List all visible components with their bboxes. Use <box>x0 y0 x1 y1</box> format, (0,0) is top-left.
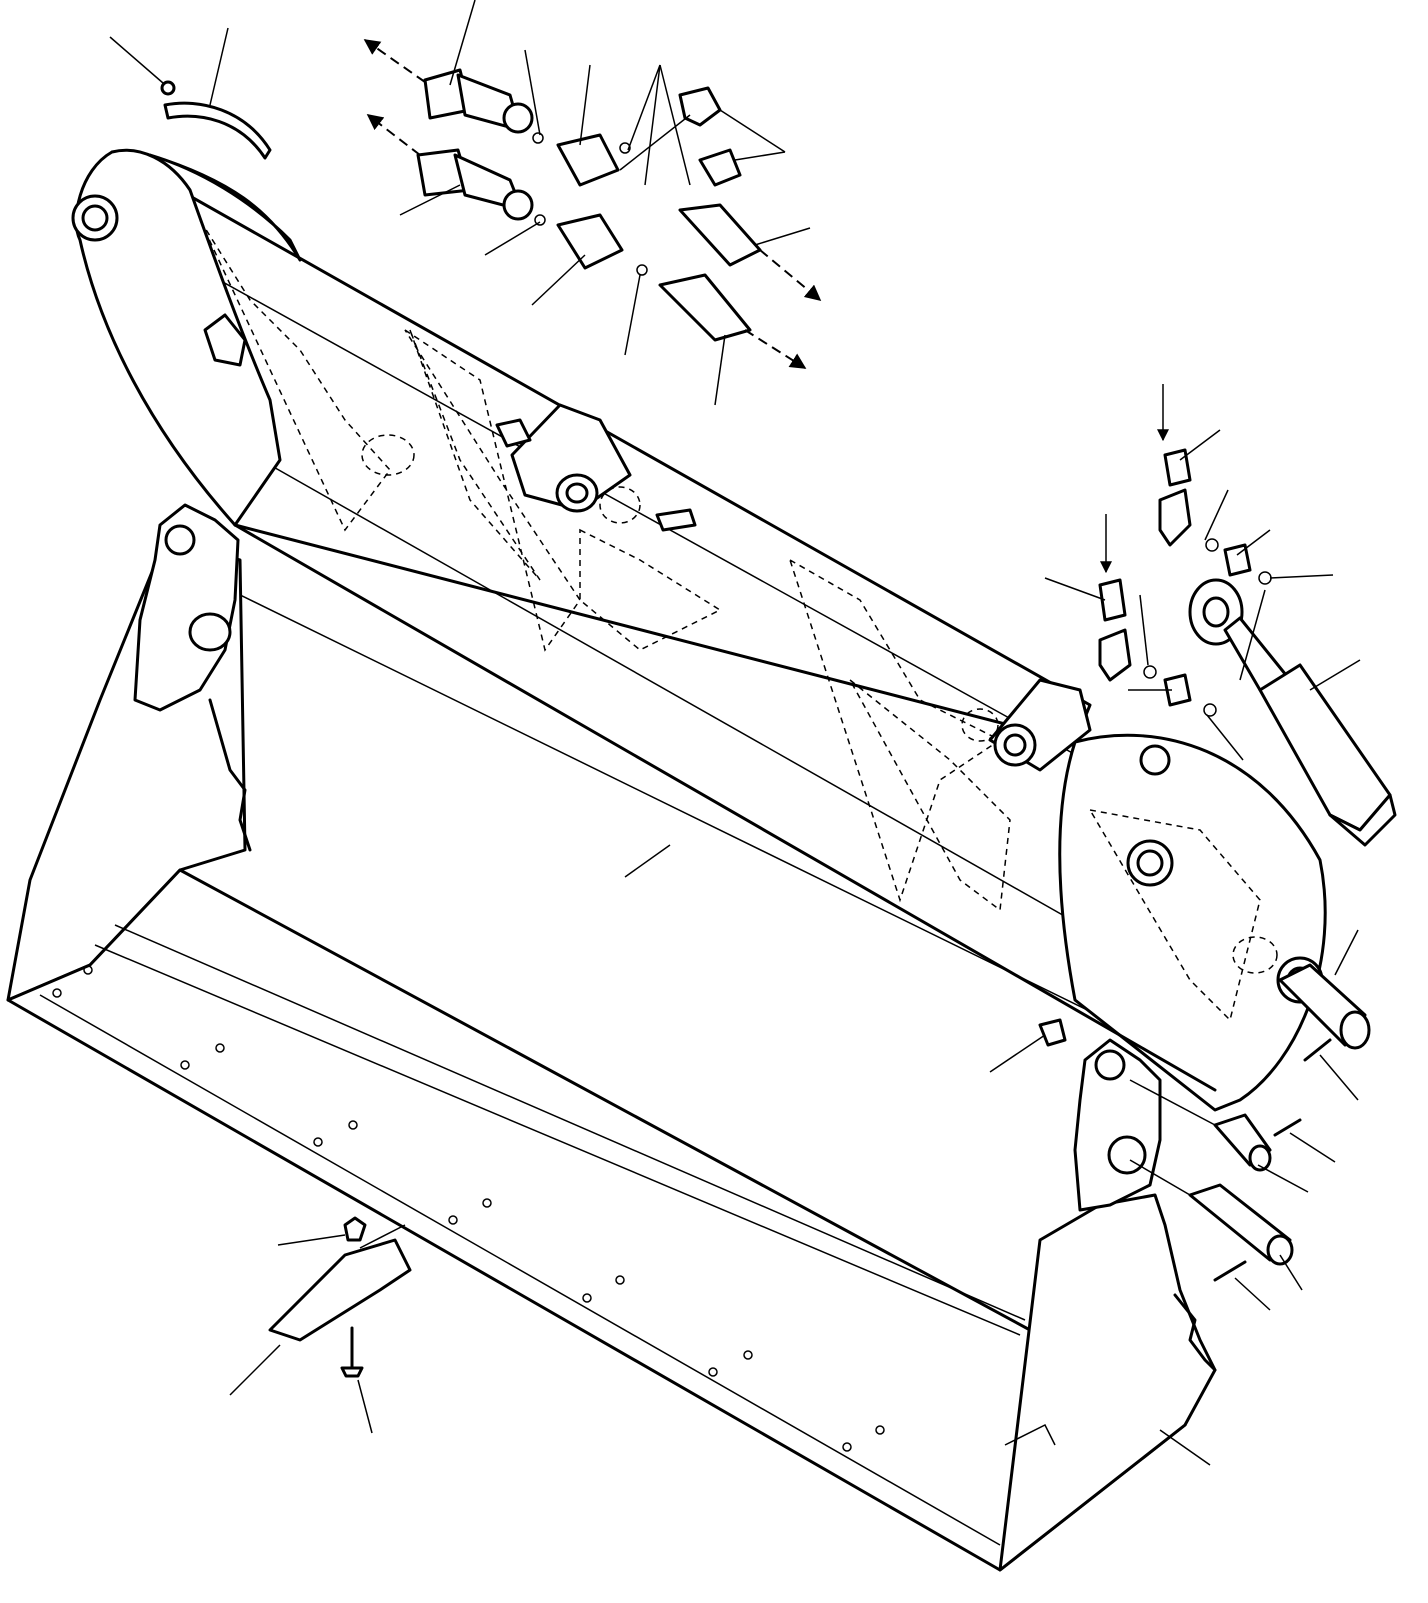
pivot-pins <box>1129 963 1371 1282</box>
pivot-lugs <box>71 194 1324 1004</box>
left-hinge-bracket <box>133 503 240 712</box>
callout-leader-lines <box>109 0 1361 1466</box>
hydraulic-ram <box>1098 384 1397 847</box>
bucket-tooth-assembly <box>268 1216 412 1378</box>
cutting-edge-bolt-holes <box>52 965 885 1452</box>
hydraulic-couplings <box>363 39 822 369</box>
retaining-strap <box>160 80 272 160</box>
